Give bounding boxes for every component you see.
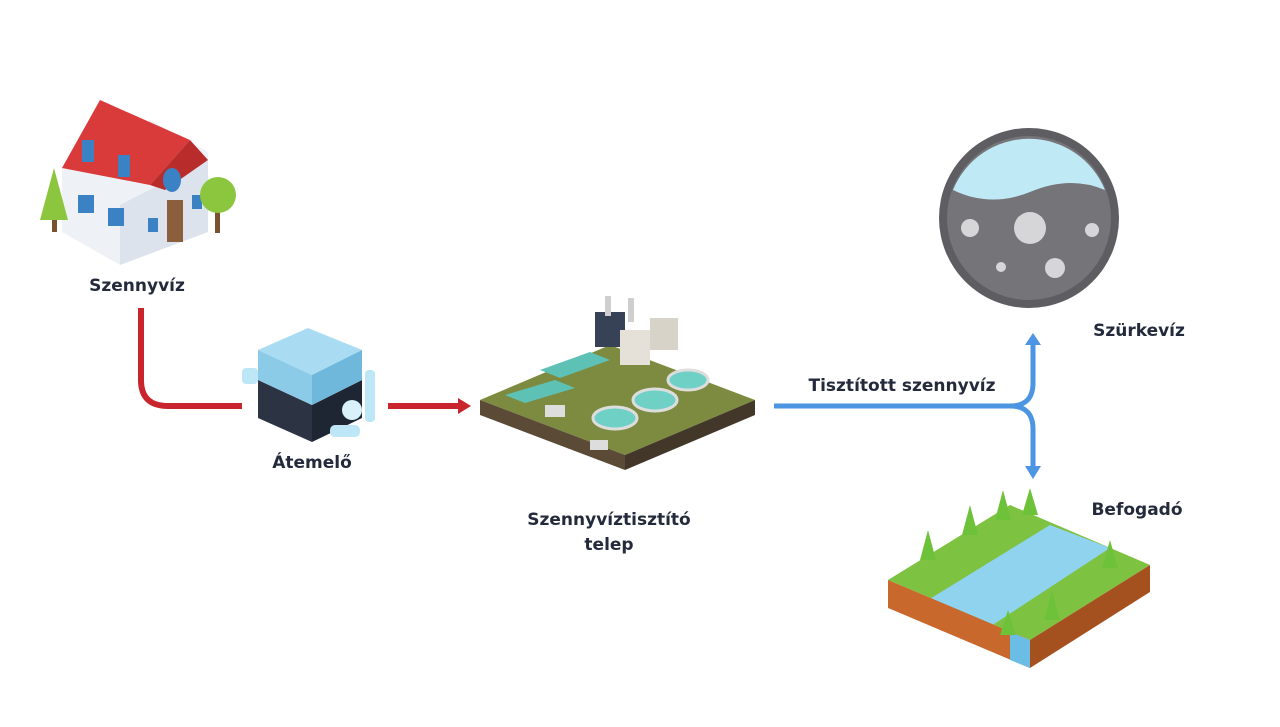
treatment-plant-icon <box>480 296 755 470</box>
treated-wastewater-pipe <box>774 345 1036 468</box>
arrow-down-icon <box>1025 466 1041 479</box>
label-greywater: Szürkevíz <box>1093 321 1185 341</box>
pump-icon <box>242 328 375 442</box>
greywater-icon <box>939 128 1119 308</box>
label-plant-line2: telep <box>584 535 634 555</box>
arrow-up-icon <box>1025 333 1041 345</box>
label-pump: Átemelő <box>272 453 352 473</box>
river-landscape-icon <box>888 488 1150 668</box>
label-treated: Tisztított szennyvíz <box>808 376 996 396</box>
raw-wastewater-pipe <box>138 308 242 409</box>
label-source: Szennyvíz <box>89 276 185 296</box>
label-receiver: Befogadó <box>1091 500 1183 520</box>
label-plant-line1: Szennyvíztisztító <box>527 510 691 530</box>
house-icon <box>40 100 236 265</box>
